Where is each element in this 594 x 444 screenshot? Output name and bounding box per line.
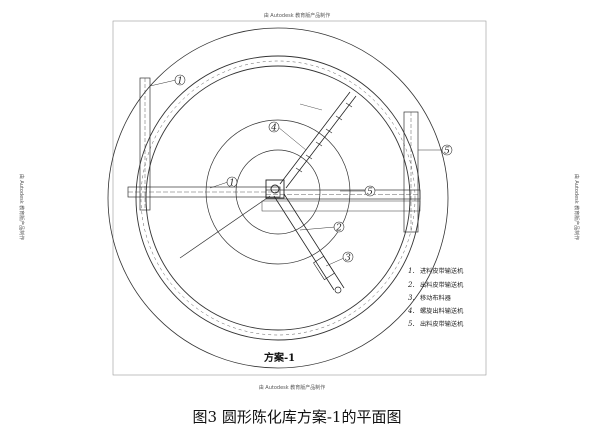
svg-text:1: 1 <box>177 77 183 87</box>
svg-text:3.: 3. <box>408 294 415 302</box>
svg-text:螺旋出料输送机: 螺旋出料输送机 <box>420 307 464 315</box>
watermark-top: 由 Autodesk 教育版产品制作 <box>264 12 331 19</box>
svg-text:5: 5 <box>444 147 450 157</box>
watermark-bottom: 由 Autodesk 教育版产品制作 <box>259 384 326 391</box>
scheme-label: 方案-1 <box>264 351 295 364</box>
radial-arm-left <box>179 195 271 259</box>
legend: 1. 进料皮带输送机 2. 出料皮带输送机 3. 移动布料器 4. 螺旋出料输送… <box>407 267 464 328</box>
callout-5a: 5 <box>340 185 376 198</box>
figure-caption: 图3 圆形陈化库方案-1的平面图 <box>192 408 402 426</box>
svg-text:5.: 5. <box>408 320 415 328</box>
callout-4: 4 <box>268 121 307 151</box>
feed-conveyor-horizontal <box>127 186 281 198</box>
svg-text:出料皮带输送机: 出料皮带输送机 <box>420 281 464 289</box>
callout-3: 3 <box>325 251 354 267</box>
callout-2: 2 <box>299 221 345 234</box>
legend-item-3: 3. 移动布料器 <box>408 294 452 302</box>
svg-text:3: 3 <box>345 254 351 264</box>
svg-text:进料皮带输送机: 进料皮带输送机 <box>420 267 464 275</box>
drawing-frame <box>112 20 487 376</box>
legend-item-5: 5. 出料皮带输送机 <box>408 320 464 328</box>
discharge-arm-lower <box>273 193 345 294</box>
screw-arm-upper <box>279 91 357 189</box>
svg-text:1.: 1. <box>408 267 415 275</box>
legend-item-2: 2. 出料皮带输送机 <box>407 281 464 289</box>
watermark-left: 由 Autodesk 教育版产品制作 <box>18 174 25 241</box>
discharge-conveyor-right <box>403 111 419 233</box>
svg-text:移动布料器: 移动布料器 <box>420 294 452 302</box>
svg-text:2.: 2. <box>407 281 415 289</box>
svg-text:1: 1 <box>229 179 235 189</box>
svg-text:2: 2 <box>335 224 342 234</box>
feed-conveyor-left <box>139 77 151 211</box>
legend-item-1: 1. 进料皮带输送机 <box>408 267 464 275</box>
svg-text:5: 5 <box>367 188 373 198</box>
callout-1b: 1 <box>209 176 238 189</box>
svg-text:4: 4 <box>270 124 277 134</box>
callout-5b: 5 <box>418 144 453 157</box>
svg-text:出料皮带输送机: 出料皮带输送机 <box>420 320 464 328</box>
watermark-right: 由 Autodesk 教育版产品制作 <box>573 174 580 241</box>
legend-item-4: 4. 螺旋出料输送机 <box>407 307 464 315</box>
svg-text:4.: 4. <box>407 307 415 315</box>
discharge-conveyor-horizontal <box>261 189 421 212</box>
callout-1a: 1 <box>149 74 186 87</box>
